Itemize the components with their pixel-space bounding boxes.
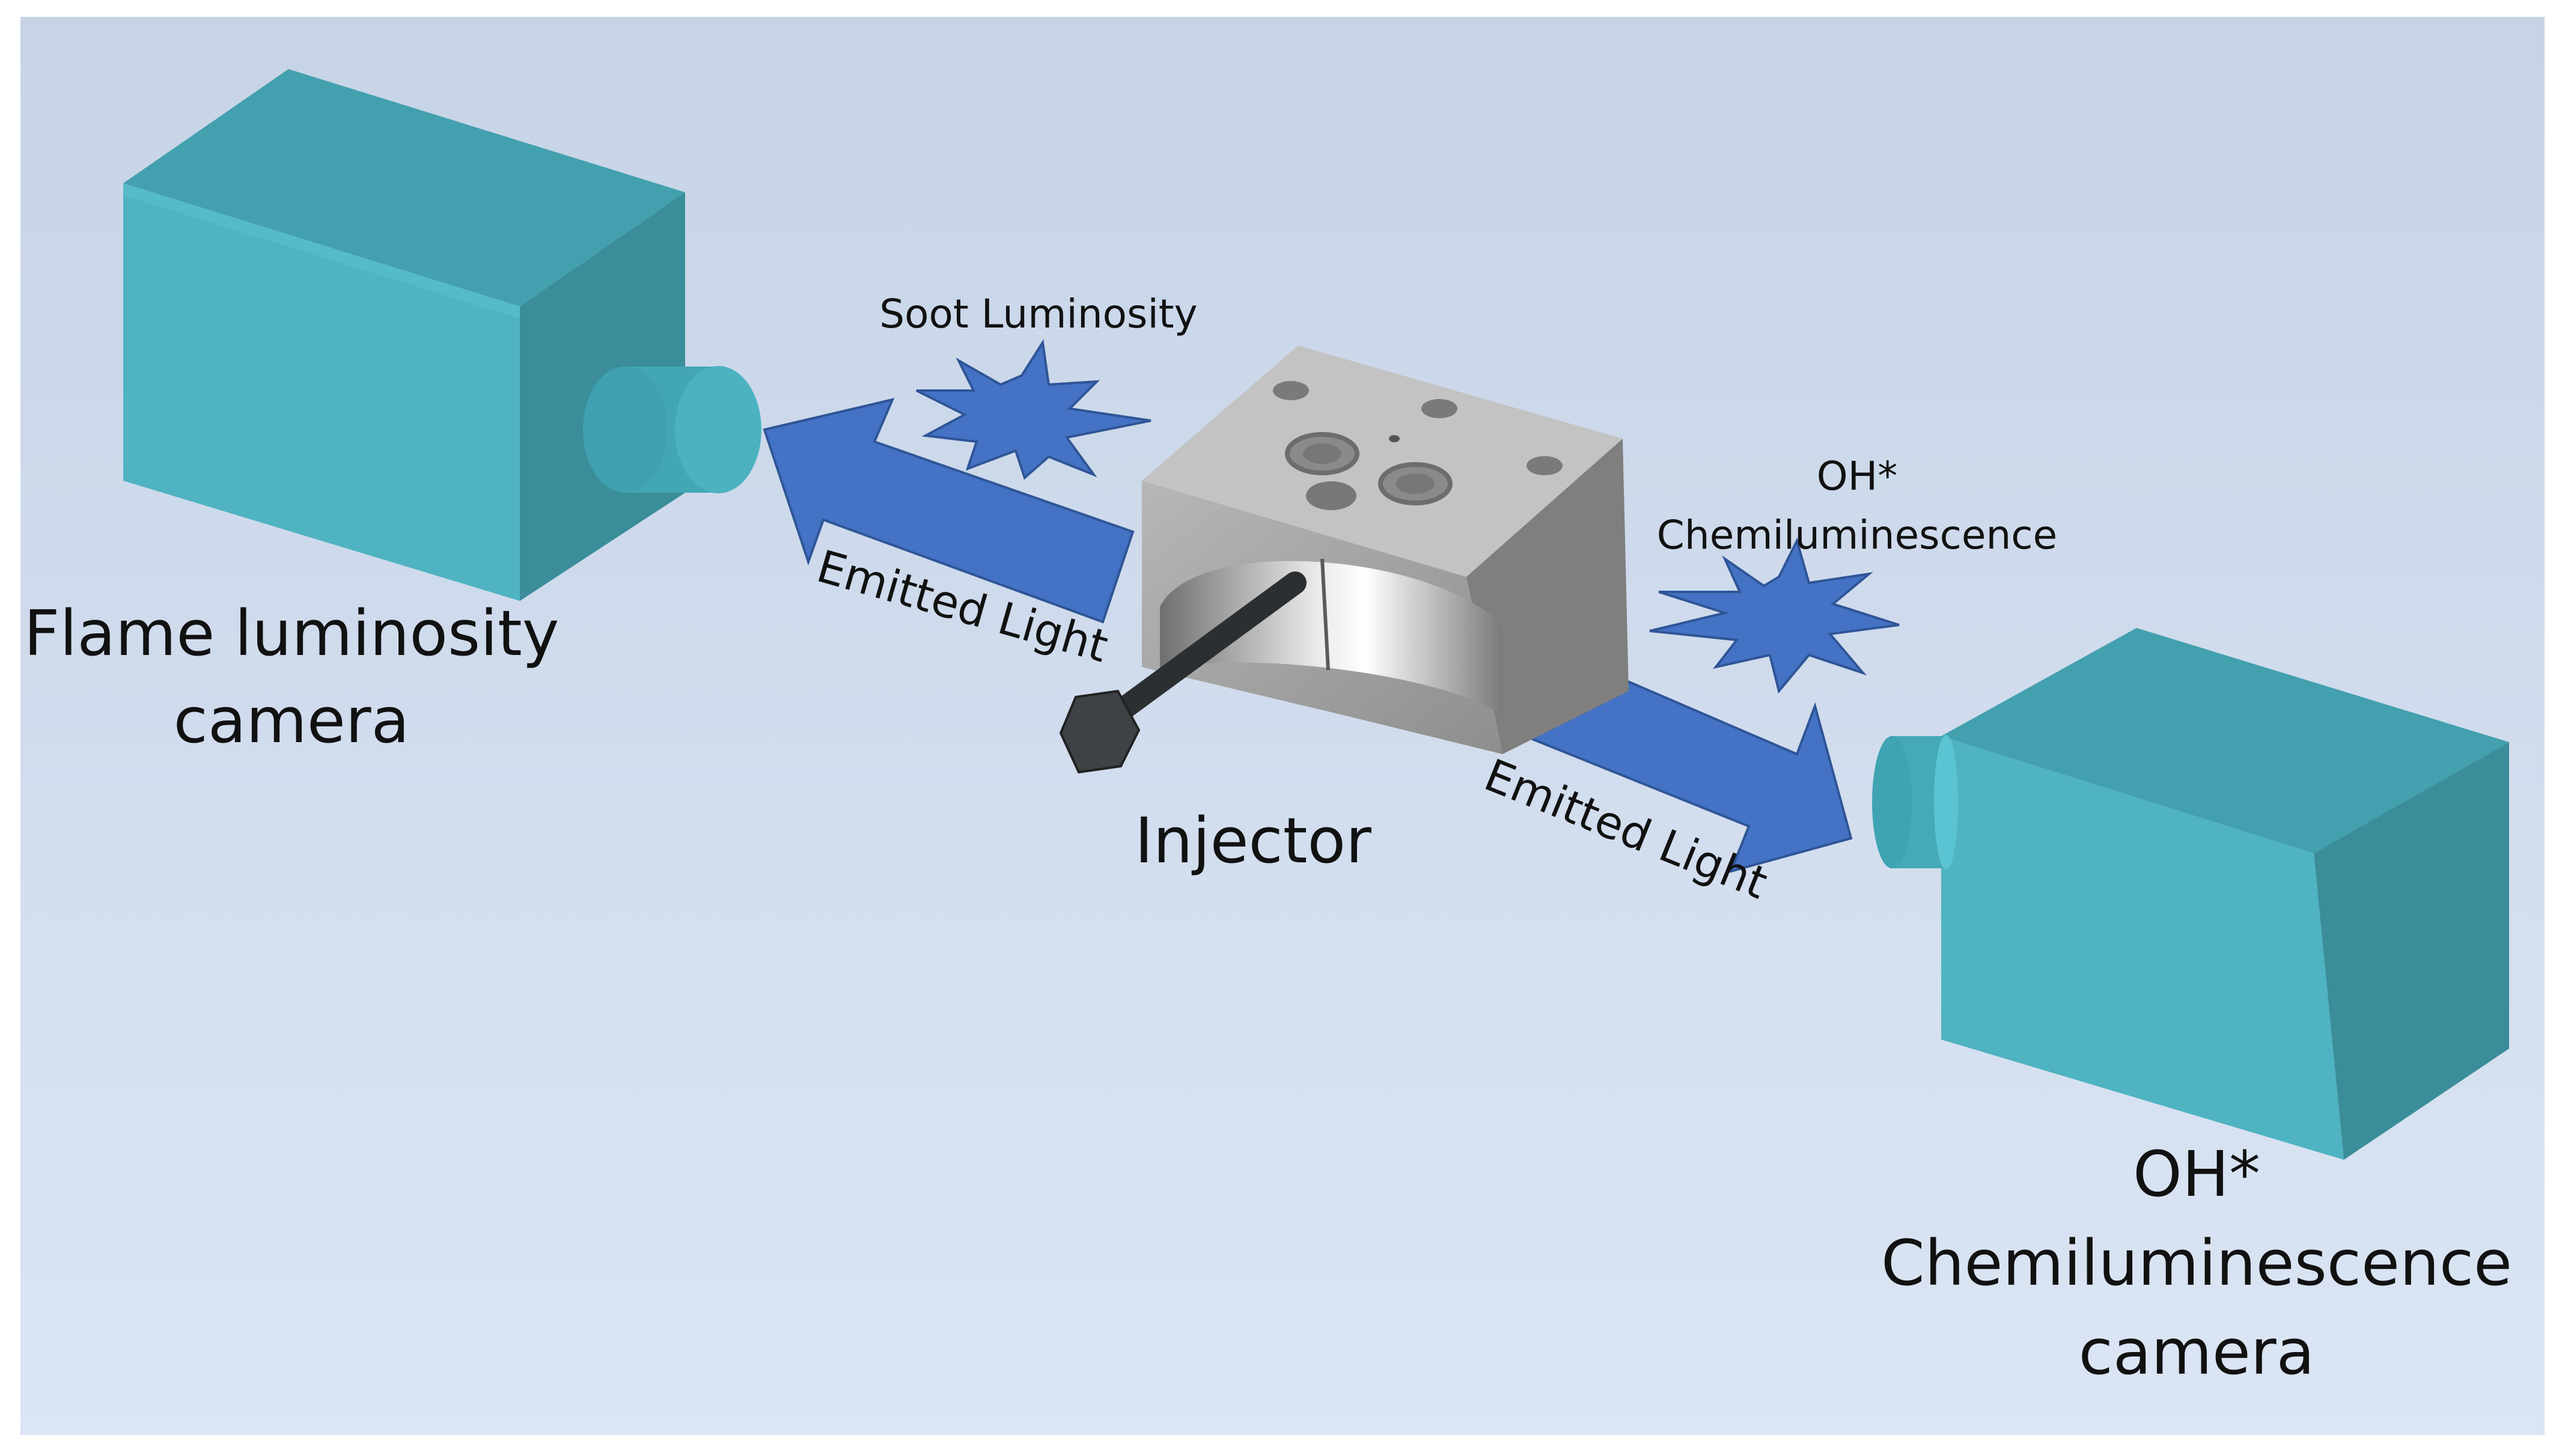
oh-label-line2: Chemiluminescence [1657,512,2057,558]
oh-camera-label-line3: camera [2079,1315,2315,1389]
oh-camera-label-line2: Chemiluminescence [1881,1226,2512,1300]
injector-label: Injector [1135,804,1371,877]
oh-camera-label-line1: OH* [2133,1138,2260,1211]
flame-camera-label-line2: camera [174,684,410,757]
oh-starburst [1649,537,1900,694]
combustion-chamber [1142,346,1629,754]
oh-chemiluminescence-camera [1872,628,2509,1160]
emitted-light-arrow-left [763,398,1135,624]
soot-starburst [916,339,1151,480]
flame-luminosity-camera [123,69,761,601]
flame-camera-label-line1: Flame luminosity [24,597,560,670]
injector [1059,571,1307,774]
soot-luminosity-label: Soot Luminosity [879,291,1197,337]
oh-label-line1: OH* [1817,453,1898,499]
